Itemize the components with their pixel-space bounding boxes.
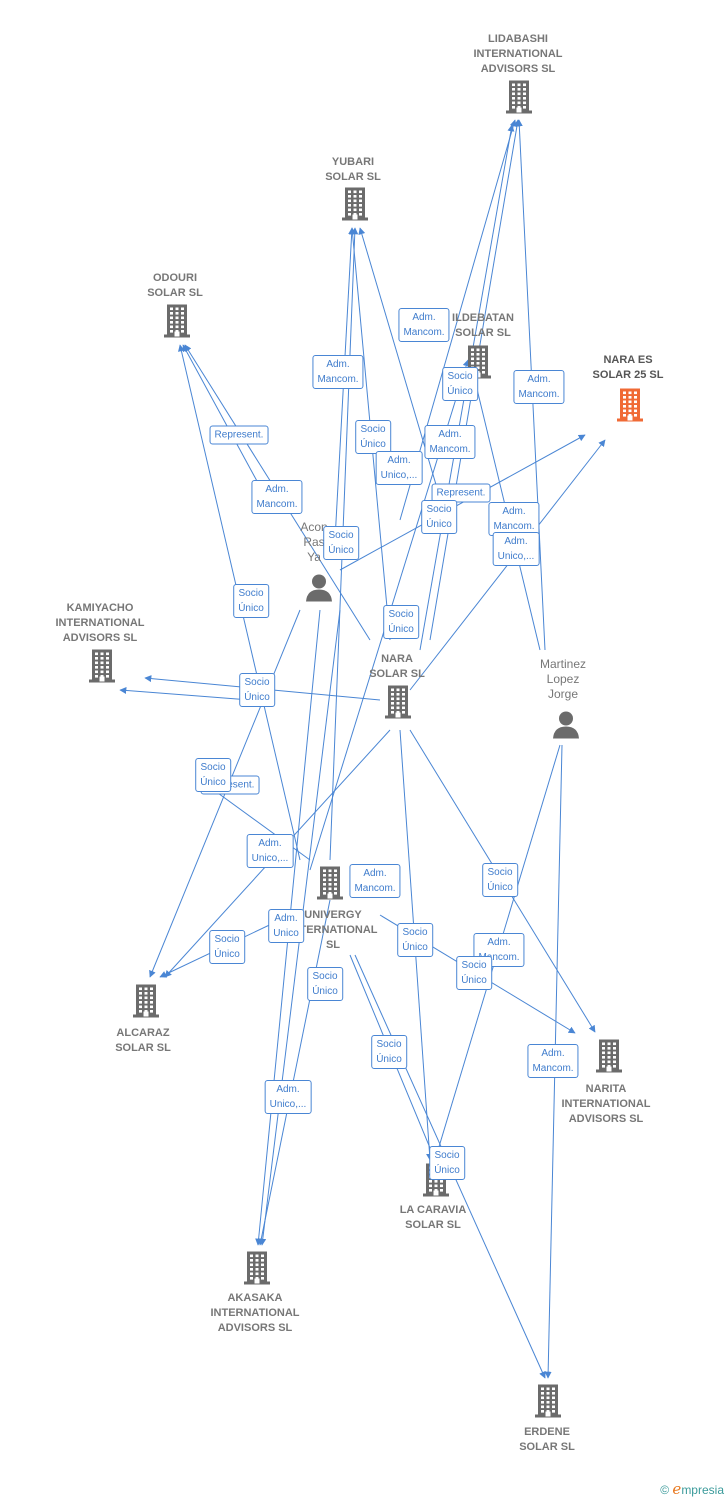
- relation-badge[interactable]: Adm. Unico,...: [246, 834, 294, 868]
- node-label-lidabashi[interactable]: LIDABASHI INTERNATIONAL ADVISORS SL: [473, 33, 563, 75]
- node-label-univergy[interactable]: UNIVERGY INTERNATIONAL SL: [288, 909, 378, 951]
- node-label-martinez[interactable]: Martinez Lopez Jorge: [539, 657, 587, 701]
- relation-badge[interactable]: Socio Único: [239, 673, 275, 707]
- relation-badge[interactable]: Adm. Mancom.: [349, 864, 401, 898]
- building-icon[interactable]: [162, 303, 192, 344]
- relation-badge[interactable]: Socio Único: [233, 584, 269, 618]
- brand-initial: e: [672, 1480, 682, 1498]
- building-icon[interactable]: [87, 648, 117, 689]
- building-icon[interactable]: [340, 186, 370, 227]
- relation-badge[interactable]: Socio Único: [429, 1146, 465, 1180]
- relation-badge[interactable]: Adm. Mancom.: [398, 308, 450, 342]
- brand-name: mpresia: [681, 1483, 724, 1497]
- relation-badge[interactable]: Adm. Mancom.: [488, 502, 540, 536]
- relation-edge: [257, 899, 331, 1246]
- node-label-alcaraz[interactable]: ALCARAZ SOLAR SL: [115, 1027, 171, 1054]
- person-icon[interactable]: [304, 573, 334, 608]
- building-icon[interactable]: [504, 79, 534, 120]
- building-icon[interactable]: [131, 983, 161, 1024]
- relation-badge[interactable]: Adm. Mancom.: [513, 370, 565, 404]
- node-label-lacaravia[interactable]: LA CARAVIA SOLAR SL: [399, 1204, 467, 1231]
- relation-badge[interactable]: Adm. Unico,...: [492, 532, 540, 566]
- relation-badge[interactable]: Socio Único: [195, 758, 231, 792]
- node-label-naraes[interactable]: NARA ES SOLAR 25 SL: [592, 354, 664, 381]
- node-label-acon[interactable]: Acon Ras Ya: [300, 520, 328, 564]
- node-label-odouri[interactable]: ODOURI SOLAR SL: [147, 272, 203, 299]
- relation-badge[interactable]: Adm. Unico,...: [264, 1080, 312, 1114]
- relation-edge: [119, 686, 251, 701]
- building-icon[interactable]: [383, 684, 413, 725]
- relation-edge: [339, 434, 586, 571]
- relation-badge[interactable]: Represent.: [209, 425, 269, 445]
- building-icon[interactable]: [242, 1250, 272, 1291]
- node-label-nara[interactable]: NARA SOLAR SL: [369, 653, 425, 680]
- relation-badge[interactable]: Adm. Mancom.: [312, 355, 364, 389]
- relation-badge[interactable]: Adm. Mancom.: [527, 1044, 579, 1078]
- relation-badge[interactable]: Socio Único: [482, 863, 518, 897]
- person-icon[interactable]: [551, 710, 581, 745]
- relation-badge[interactable]: Adm. Unico: [268, 909, 304, 943]
- node-label-akasaka[interactable]: AKASAKA INTERNATIONAL ADVISORS SL: [210, 1292, 300, 1334]
- building-icon[interactable]: [615, 387, 645, 428]
- relation-badge[interactable]: Adm. Unico,...: [375, 451, 423, 485]
- relation-edge: [358, 227, 446, 516]
- relation-badge[interactable]: Socio Único: [323, 526, 359, 560]
- building-icon[interactable]: [533, 1383, 563, 1424]
- building-icon[interactable]: [594, 1038, 624, 1079]
- relation-badge[interactable]: Socio Único: [456, 956, 492, 990]
- relation-badge[interactable]: Socio Único: [209, 930, 245, 964]
- relation-badge[interactable]: Socio Único: [307, 967, 343, 1001]
- relation-badge[interactable]: Socio Único: [371, 1035, 407, 1069]
- node-label-ildebatan[interactable]: ILDEBATAN SOLAR SL: [452, 312, 514, 339]
- relation-edge: [182, 344, 271, 506]
- building-icon[interactable]: [315, 865, 345, 906]
- relation-badge[interactable]: Represent.: [431, 483, 491, 503]
- node-label-yubari[interactable]: YUBARI SOLAR SL: [325, 156, 381, 183]
- relation-badge[interactable]: Socio Único: [383, 605, 419, 639]
- node-label-narita[interactable]: NARITA INTERNATIONAL ADVISORS SL: [561, 1083, 651, 1125]
- relation-badge[interactable]: Adm. Mancom.: [424, 425, 476, 459]
- relation-badge[interactable]: Socio Único: [397, 923, 433, 957]
- relation-badge[interactable]: Adm. Mancom.: [251, 480, 303, 514]
- relation-badge[interactable]: Socio Único: [442, 367, 478, 401]
- footer-brand: © empresia: [660, 1480, 724, 1498]
- relation-badge[interactable]: Socio Único: [355, 420, 391, 454]
- copyright-symbol: ©: [660, 1483, 670, 1497]
- node-label-kamiyacho[interactable]: KAMIYACHO INTERNATIONAL ADVISORS SL: [55, 602, 145, 644]
- relation-badge[interactable]: Socio Único: [421, 500, 457, 534]
- edges: [119, 119, 606, 1379]
- node-label-erdene[interactable]: ERDENE SOLAR SL: [519, 1426, 575, 1453]
